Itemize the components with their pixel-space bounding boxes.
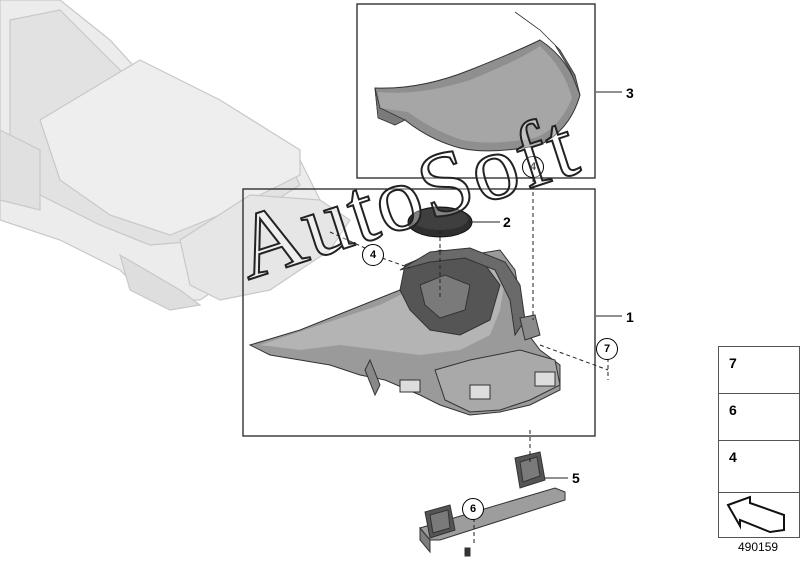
callout-ref-4-left: 4 xyxy=(362,244,384,266)
legend-item-arrow xyxy=(718,492,800,538)
leader-lines xyxy=(329,91,622,545)
callout-part-5: 5 xyxy=(572,470,580,486)
ghost-console-illustration xyxy=(0,0,351,311)
legend-number: 7 xyxy=(729,355,737,371)
callout-part-3: 3 xyxy=(626,85,634,101)
trim-cover-part3 xyxy=(374,11,581,152)
legend-item-nut: 7 xyxy=(718,346,800,394)
arrow-icon xyxy=(726,495,785,534)
callout-part-2: 2 xyxy=(503,214,511,230)
callout-ref-4-top: 4 xyxy=(522,156,544,178)
callout-ref-6: 6 xyxy=(462,498,484,520)
bracket-part5 xyxy=(419,451,566,557)
main-housing-part1 xyxy=(248,247,561,416)
part3-frame xyxy=(356,3,596,179)
legend-item-screw: 6 xyxy=(718,393,800,441)
part1-frame xyxy=(242,188,596,437)
callout-part-1: 1 xyxy=(626,309,634,325)
diagram-number: 490159 xyxy=(738,540,779,554)
legend-number: 4 xyxy=(729,449,737,465)
legend-item-clip: 4 xyxy=(718,440,800,493)
callout-ref-7: 7 xyxy=(596,338,618,360)
legend-number: 6 xyxy=(729,402,737,418)
